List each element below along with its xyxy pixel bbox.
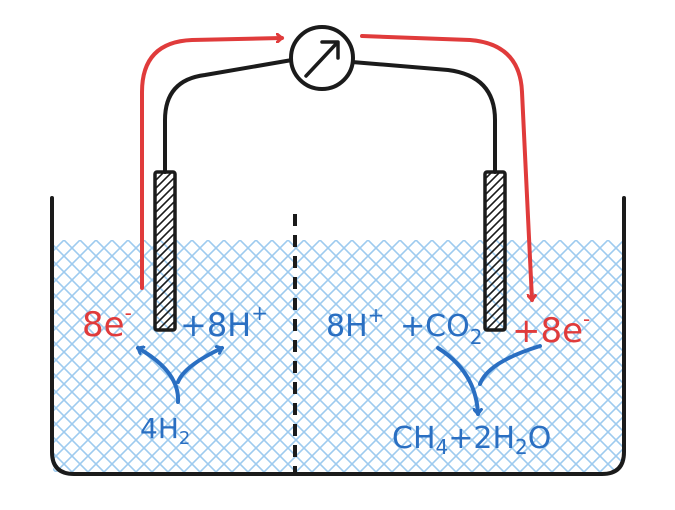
cell-container bbox=[50, 196, 626, 476]
anode-electrons-label: 8e- bbox=[82, 301, 132, 345]
cathode-reaction-arrows bbox=[436, 346, 478, 414]
electron-flow-left-arrow bbox=[140, 38, 282, 290]
electron-flow-right-arrow bbox=[360, 34, 532, 300]
external-wire bbox=[163, 58, 497, 174]
cathode-reaction-arrow-join bbox=[478, 344, 542, 386]
ammeter-icon bbox=[289, 25, 355, 91]
cathode-products-label: CH4+2H2O bbox=[392, 421, 551, 459]
cathode-protons-label: 8H+ bbox=[326, 303, 384, 344]
anode-reaction-arrows bbox=[138, 348, 181, 404]
cathode-co2-label: +CO2 bbox=[400, 309, 482, 349]
anode-electrode bbox=[153, 170, 177, 332]
cathode-electrons-label: +8e- bbox=[512, 307, 590, 351]
anode-protons-label: +8H+ bbox=[180, 301, 268, 344]
anode-reaction-arrow-right bbox=[176, 348, 222, 384]
cathode-electrode bbox=[483, 170, 507, 332]
anode-hydrogen-label: 4H2 bbox=[140, 412, 190, 449]
